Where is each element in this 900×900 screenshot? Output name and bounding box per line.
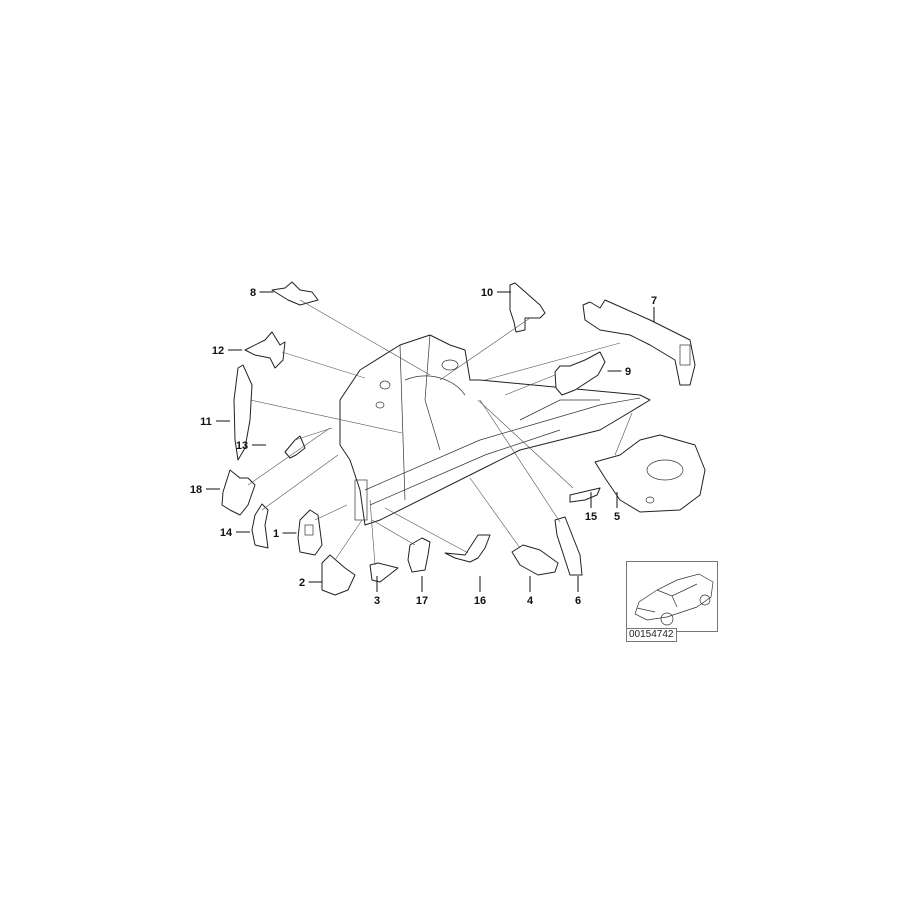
part-label-10[interactable]: 10	[481, 287, 493, 299]
part-7-shape	[582, 299, 696, 386]
part-label-8[interactable]: 8	[250, 287, 256, 299]
part-17-shape	[407, 537, 431, 573]
part-label-9[interactable]: 9	[625, 366, 631, 378]
part-label-3[interactable]: 3	[374, 595, 380, 607]
part-14-shape	[251, 503, 269, 549]
part-label-7[interactable]: 7	[651, 295, 657, 307]
part-10-shape	[509, 282, 546, 333]
vehicle-locator-inset	[626, 561, 718, 632]
part-13-shape	[284, 435, 306, 459]
part-2-shape	[321, 554, 356, 596]
part-label-12[interactable]: 12	[212, 345, 224, 357]
part-label-16[interactable]: 16	[474, 595, 486, 607]
part-label-11[interactable]: 11	[200, 416, 212, 428]
part-4-shape	[511, 544, 559, 576]
part-9-shape	[554, 351, 606, 396]
leader-lines	[247, 299, 633, 566]
image-id: 00154742	[626, 628, 677, 642]
part-16-shape	[444, 534, 491, 563]
car-outline-icon	[634, 573, 714, 626]
part-label-13[interactable]: 13	[236, 440, 248, 452]
part-1-shape	[297, 509, 323, 556]
part-label-18[interactable]: 18	[190, 484, 202, 496]
part-label-2[interactable]: 2	[299, 577, 305, 589]
part-label-4[interactable]: 4	[527, 595, 534, 607]
part-3-shape	[369, 562, 399, 583]
part-label-14[interactable]: 14	[220, 527, 233, 539]
part-8-shape	[271, 281, 319, 306]
part-label-17[interactable]: 17	[416, 595, 428, 607]
part-6-shape	[554, 516, 583, 576]
part-12-shape	[244, 331, 286, 369]
part-11-shape	[233, 364, 253, 461]
part-18-shape	[221, 469, 256, 516]
part-15-shape	[569, 487, 601, 503]
part-label-15[interactable]: 15	[585, 511, 597, 523]
part-5-shape	[594, 434, 706, 513]
part-label-6[interactable]: 6	[575, 595, 581, 607]
part-label-5[interactable]: 5	[614, 511, 620, 523]
part-label-1[interactable]: 1	[273, 528, 279, 540]
front-structure	[339, 334, 651, 526]
